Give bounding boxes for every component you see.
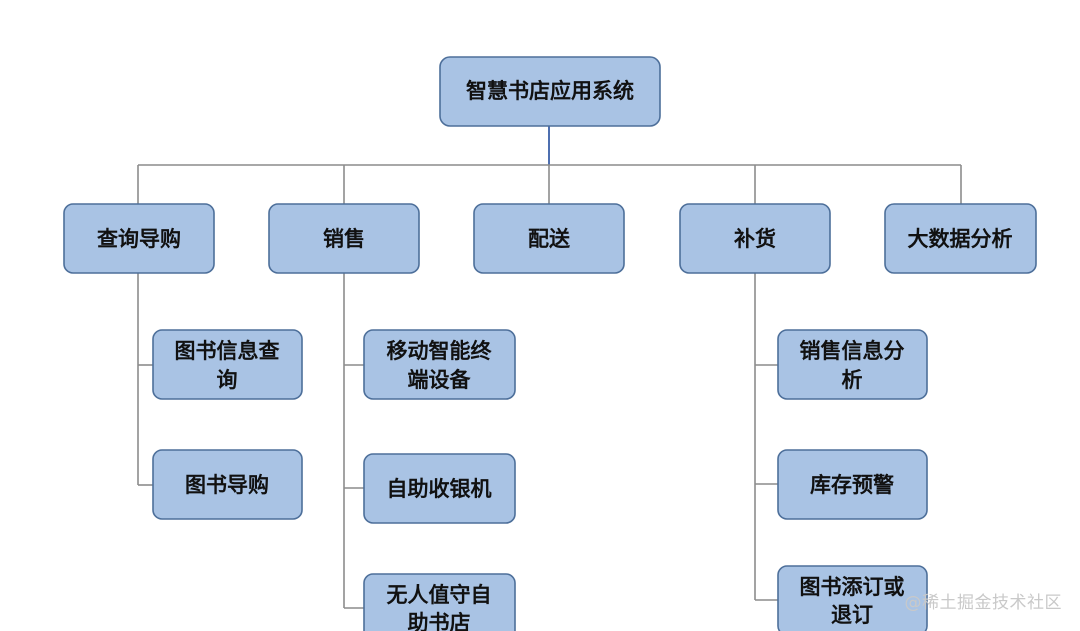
leaf-label-line: 自助收银机 [387,477,492,501]
leaf-self-checkout: 自助收银机 [363,453,516,524]
category-restock: 补货 [679,203,831,274]
leaf-label-line: 库存预警 [810,473,894,497]
leaf-stock-alert: 库存预警 [777,449,928,520]
root-node: 智慧书店应用系统 [439,56,661,127]
category-label: 大数据分析 [908,227,1013,251]
leaf-unmanned-store: 无人值守自 助书店 [363,573,516,631]
leaf-order-return: 图书添订或 退订 [777,565,928,631]
leaf-sales-analysis: 销售信息分 析 [777,329,928,400]
leaf-label-line: 销售信息分 [800,339,905,363]
leaf-label-line: 助书店 [408,611,471,631]
leaf-label-line: 无人值守自 [387,583,492,607]
category-label: 补货 [733,227,776,251]
category-label: 查询导购 [97,227,181,251]
connectors [137,126,962,609]
leaf-label-line: 图书信息查 [175,339,280,363]
category-query: 查询导购 [63,203,215,274]
root-label: 智慧书店应用系统 [466,79,634,103]
leaf-label-line: 析 [842,368,863,392]
category-label: 销售 [323,227,365,251]
category-bigdata: 大数据分析 [884,203,1037,274]
leaf-book-info-query: 图书信息查 询 [152,329,303,400]
leaf-label-line: 退订 [831,603,873,627]
leaf-label-line: 询 [217,368,238,392]
leaf-mobile-terminal: 移动智能终 端设备 [363,329,516,400]
category-sales: 销售 [268,203,420,274]
leaf-label-line: 端设备 [408,368,472,392]
category-delivery: 配送 [473,203,625,274]
leaf-label-line: 移动智能终 [387,339,493,363]
leaf-label-line: 图书导购 [185,473,269,497]
watermark-text: @稀土掘金技术社区 [904,593,1062,613]
category-label: 配送 [528,227,571,251]
leaf-book-guide: 图书导购 [152,449,303,520]
leaf-label-line: 图书添订或 [800,575,905,599]
